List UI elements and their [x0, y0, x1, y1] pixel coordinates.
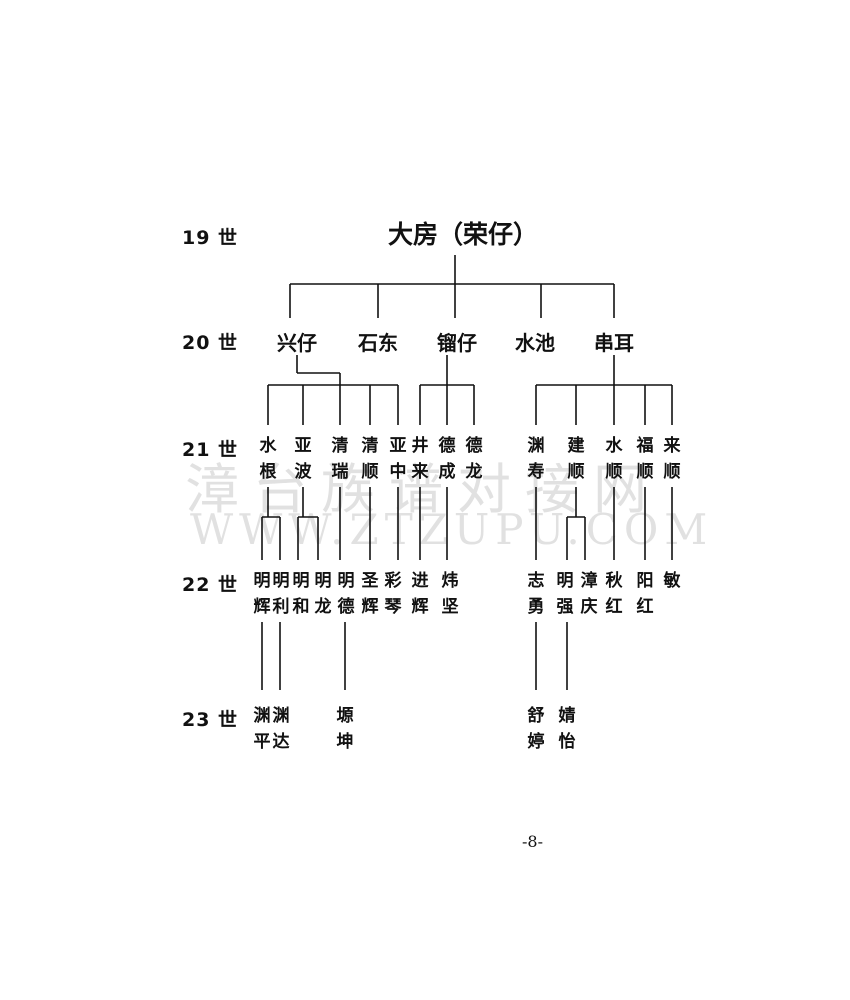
gen21-member: 井 来	[411, 436, 429, 482]
gen23-member: 渊 平	[253, 706, 271, 752]
gen22-member: 明 辉	[253, 571, 271, 617]
gen21-member: 来 顺	[663, 436, 681, 482]
generation-label-23: 23 世	[182, 709, 239, 731]
gen21-member: 亚 波	[294, 436, 312, 482]
generation-label-21: 21 世	[182, 439, 239, 461]
gen22-member: 彩 琴	[384, 571, 402, 617]
page-number: -8-	[522, 832, 543, 851]
gen20-member: 串耳	[594, 331, 634, 355]
generation-label-22: 22 世	[182, 574, 239, 596]
gen22-member: 炜 坚	[441, 571, 459, 617]
gen21-member: 渊 寿	[527, 436, 545, 482]
gen22-member: 明 龙	[314, 571, 332, 617]
gen21-member: 清 顺	[361, 436, 379, 482]
gen21-member: 德 龙	[465, 436, 483, 482]
gen22-member: 进 辉	[411, 571, 429, 617]
gen23-member: 渊 达	[272, 706, 290, 752]
gen22-member: 秋 红	[605, 571, 623, 617]
gen21-member: 德 成	[438, 436, 456, 482]
generation-label-19: 19 世	[182, 227, 239, 249]
root-ancestor: 大房（荣仔）	[388, 220, 539, 249]
gen20-member: 水池	[515, 331, 555, 355]
gen21-member: 水 根	[259, 436, 277, 482]
gen23-member: 婧 怡	[558, 706, 576, 752]
generation-label-20: 20 世	[182, 332, 239, 354]
gen21-member: 福 顺	[636, 436, 654, 482]
gen22-member: 明 强	[556, 571, 574, 617]
gen21-member: 建 顺	[567, 436, 585, 482]
gen22-member: 圣 辉	[361, 571, 379, 617]
gen23-member: 塬 坤	[336, 706, 354, 752]
gen21-member: 亚 中	[389, 436, 407, 482]
gen22-member: 阳 红	[636, 571, 654, 617]
gen22-member: 明 利	[272, 571, 290, 617]
gen22-member: 志 勇	[527, 571, 545, 617]
gen22-member: 敏	[663, 571, 681, 591]
gen21-member: 清 瑞	[331, 436, 349, 482]
gen22-member: 漳 庆	[580, 571, 598, 617]
gen20-member: 石东	[358, 331, 398, 355]
gen23-member: 舒 婷	[527, 706, 545, 752]
gen20-member: 兴仔	[277, 331, 317, 355]
gen20-member: 镏仔	[437, 331, 477, 355]
gen22-member: 明 德	[337, 571, 355, 617]
gen21-member: 水 顺	[605, 436, 623, 482]
gen22-member: 明 和	[292, 571, 310, 617]
